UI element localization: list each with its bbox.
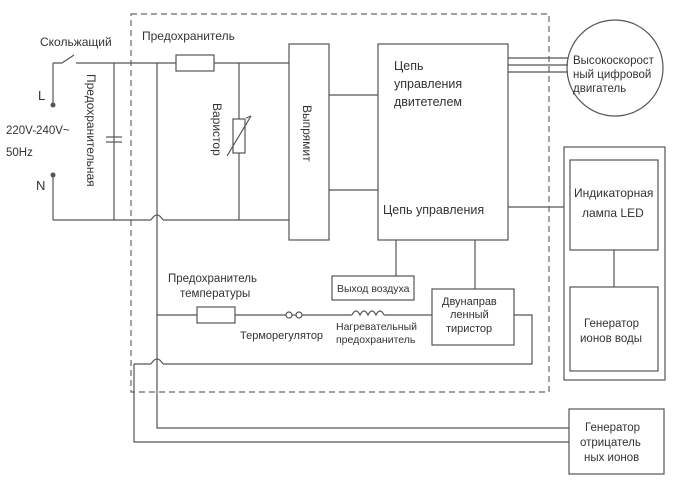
triac-return-wire — [163, 314, 533, 365]
motor-control-label-2: управления — [394, 77, 462, 91]
neg-ion-label-3: ных ионов — [584, 452, 639, 464]
thermostat-label: Терморегулятор — [240, 330, 323, 342]
motor-control-label-3: двитетелем — [394, 95, 462, 109]
water-ion-label-2: ионов воды — [580, 333, 642, 345]
triac-label-1: Двунаправ — [442, 296, 497, 308]
motor-symbol — [566, 19, 664, 117]
air-outlet-label: Выход воздуха — [337, 283, 410, 295]
triac-block — [431, 288, 515, 346]
heating-fuse-label-1: Нагревательный — [336, 321, 417, 333]
rectifier-block — [288, 43, 330, 241]
main-fuse-symbol — [175, 54, 215, 72]
motor-control-label-1: Цепь — [394, 59, 423, 73]
rectifier-label: Выпрямит — [300, 105, 314, 162]
sliding-switch-label: Скольжащий — [40, 35, 112, 49]
thermal-fuse-label-2: температуры — [180, 288, 250, 300]
neg-ion-label-1: Генератор — [585, 422, 640, 434]
heating-fuse-coil — [351, 310, 385, 317]
motor-label-3: двигатель — [573, 83, 626, 95]
thermostat-contact-left — [285, 311, 293, 319]
neutral-terminal-label: N — [36, 178, 45, 193]
heating-fuse-label-2: предохранитель — [336, 334, 416, 346]
line-terminal-dot — [50, 102, 56, 108]
varistor-label: Варистор — [210, 103, 224, 156]
led-label-1: Индикаторная — [574, 186, 653, 200]
thermal-fuse-label-1: Предохранитель — [168, 273, 257, 285]
return-crossover — [150, 358, 164, 365]
neg-ion-lead-inner — [156, 388, 569, 429]
line-terminal-label: L — [38, 88, 45, 103]
thermal-fuse-symbol — [196, 306, 236, 324]
led-lamp-block — [569, 159, 659, 251]
air-outlet-block — [331, 275, 415, 301]
varistor-arrow — [226, 115, 252, 157]
vertical-fuse-label: Предохранительная — [84, 74, 98, 187]
neg-ion-label-2: отрицатель — [580, 437, 641, 449]
sliding-switch-symbol — [53, 54, 88, 64]
water-ion-generator-block — [569, 286, 659, 372]
supply-voltage-label: 220V-240V~ — [6, 125, 70, 137]
motor-label-2: ный цифровой — [573, 69, 651, 81]
motor-control-block — [377, 43, 509, 241]
main-board-enclosure — [130, 13, 550, 393]
main-fuse-label: Предохранитель — [142, 29, 235, 43]
motor-label-1: Высокоскорост — [573, 55, 655, 67]
neg-ion-lead-outer — [133, 364, 569, 443]
triac-label-3: тиристор — [446, 323, 492, 335]
neutral-terminal-dot — [50, 172, 56, 178]
water-ion-label-1: Генератор — [584, 318, 639, 330]
supply-frequency-label: 50Hz — [6, 147, 33, 159]
led-label-2: лампа LED — [582, 206, 644, 220]
control-circuit-label: Цепь управления — [383, 203, 484, 217]
triac-label-2: ленный — [450, 309, 489, 321]
thermostat-contact-right — [295, 311, 303, 319]
